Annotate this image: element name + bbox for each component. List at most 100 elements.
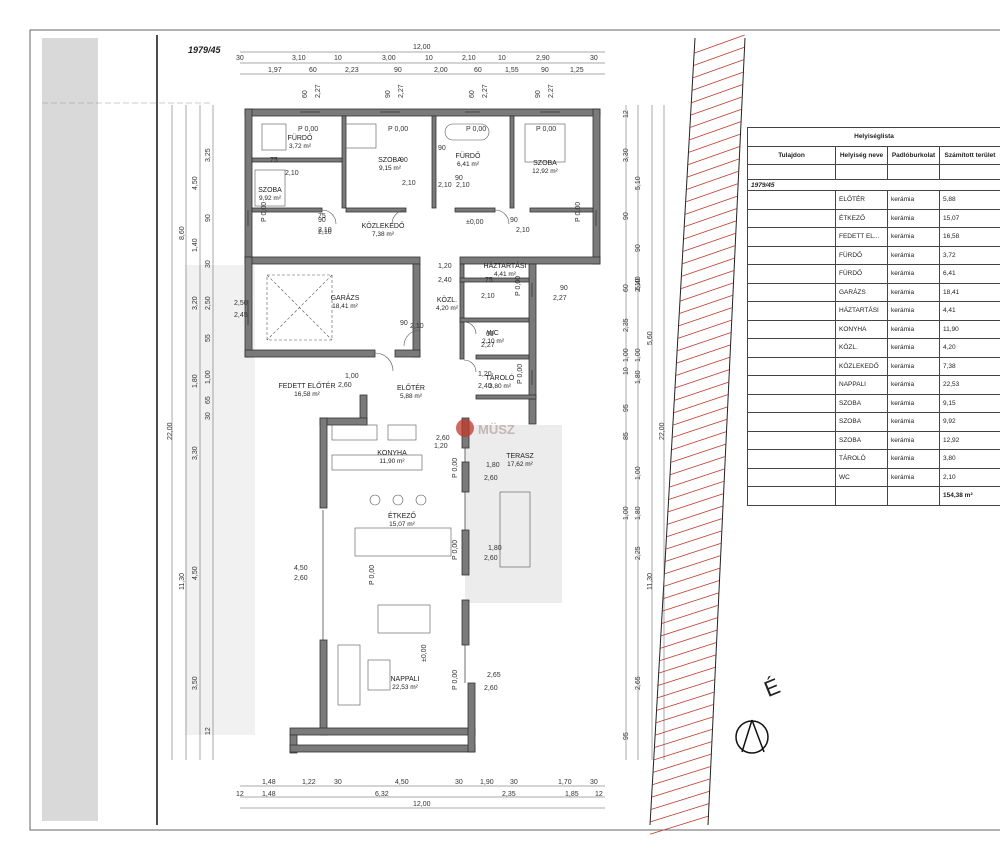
dimension-bottom: 4,50 [395,779,409,786]
room-schedule-table: Helyiséglista Tulajdon Helyiség neve Pad… [747,127,1000,506]
dimension-opening: 90 [560,285,568,292]
dimension-opening: 2,27 [553,295,567,302]
dimension-opening: 2,10 [285,170,299,177]
dimension-top: 2,10 [462,55,476,62]
dimension-left: 11,30 [179,573,186,590]
dimension-right: 60 [623,284,630,292]
hatch-stroke [667,505,723,525]
schedule-area: 15,07 [939,208,1000,228]
room-area: 4,20 m² [436,305,459,312]
hatch-stroke [671,431,727,451]
dimension-left: 1,00 [205,370,212,384]
hatch-stroke [685,195,738,215]
dimension-right: 6,40 [635,276,642,290]
schedule-room-name: ELŐTÉR [835,190,888,210]
parapet-mark: P 0,00 [388,126,408,133]
hatch-stroke [676,344,731,364]
hatch-stroke [693,47,745,66]
hatch-stroke [680,270,734,289]
dimension-right: 95 [623,732,630,740]
dimension-opening: 2,60 [338,382,352,389]
schedule-flooring: kerámia [887,338,940,358]
hatch-stroke [674,381,729,401]
schedule-flooring: kerámia [887,412,940,432]
dimension-opening: 2,60 [484,685,498,692]
windows [247,111,597,683]
walls [244,108,601,754]
schedule-owner [747,449,836,469]
schedule-flooring: kerámia [887,227,940,247]
hatch-stroke [664,555,721,575]
neighbour-strip [42,38,98,821]
dimension-top: 2,00 [434,67,448,74]
room-area: 5,88 m² [400,393,423,400]
hatch-stroke [676,357,730,376]
hatch-stroke [687,158,739,178]
schedule-flooring: kerámia [887,208,940,228]
schedule-owner [747,208,836,228]
schedule-room-name: GARÁZS [835,282,888,302]
parapet-mark: P 0,00 [298,126,318,133]
dimension-left: 55 [205,334,212,342]
dimension-top: 30 [236,55,244,62]
dimension-opening: 1,80 [488,545,502,552]
hatch-stroke [689,121,741,141]
room-area: 2,10 m² [482,338,505,345]
schedule-owner [747,319,836,339]
dimension-total-top: 12,00 [413,44,431,51]
room-name: ELŐTÉR [397,383,425,392]
sheet-frame [29,29,1000,831]
schedule-owner [747,375,836,395]
north-label: É [760,673,783,702]
dimension-right: 5,60 [647,331,654,345]
dimension-top: 60 [474,67,482,74]
hatch-stroke [650,803,709,823]
hatch-stroke [673,406,728,426]
dimension-opening: 90 [535,90,542,98]
dimension-total-left: 22,00 [167,422,174,440]
hatch-stroke [654,729,713,748]
hatch-stroke [686,171,739,190]
dimension-left: 3,25 [205,148,212,162]
hatch-stroke [656,691,714,711]
schedule-area: 9,15 [939,393,1000,413]
dimension-top: 2,23 [345,67,359,74]
dimension-bottom: 30 [510,779,518,786]
dimension-opening: 60 [486,331,494,338]
room-area: 6,41 m² [457,161,480,168]
room-name: WC [487,330,499,337]
hatch-stroke [665,543,721,562]
schedule-title: Helyiséglista [747,127,1000,147]
schedule-owner [747,430,836,450]
room-area: 22,53 m² [392,684,418,691]
hatch-stroke [673,394,728,413]
parapet-mark: P 0,00 [452,670,459,690]
schedule-area: 12,92 [939,430,1000,450]
schedule-flooring: kerámia [887,264,940,284]
hatch-stroke [688,146,740,165]
dimension-left: 8,60 [179,226,186,240]
dimension-opening: 1,20 [438,263,452,270]
schedule-header-room: Helyiség neve [835,145,888,165]
hatch-stroke [659,642,717,661]
schedule-flooring: kerámia [887,375,940,395]
room-area: 4,41 m² [494,271,517,278]
dimension-left: 1,80 [192,374,199,388]
hatch-stroke [692,71,744,91]
dimension-bottom: 30 [455,779,463,786]
hatch-stroke [670,456,725,475]
parapet-mark: P 0,00 [517,364,524,384]
dimension-opening: 2,60 [294,575,308,582]
dimension-opening: 2,27 [315,84,322,98]
parapet-mark: P 0,00 [261,202,268,222]
dimension-left: 3,30 [192,446,199,460]
schedule-area: 4,20 [939,338,1000,358]
plot-number: 1979/45 [188,45,222,55]
